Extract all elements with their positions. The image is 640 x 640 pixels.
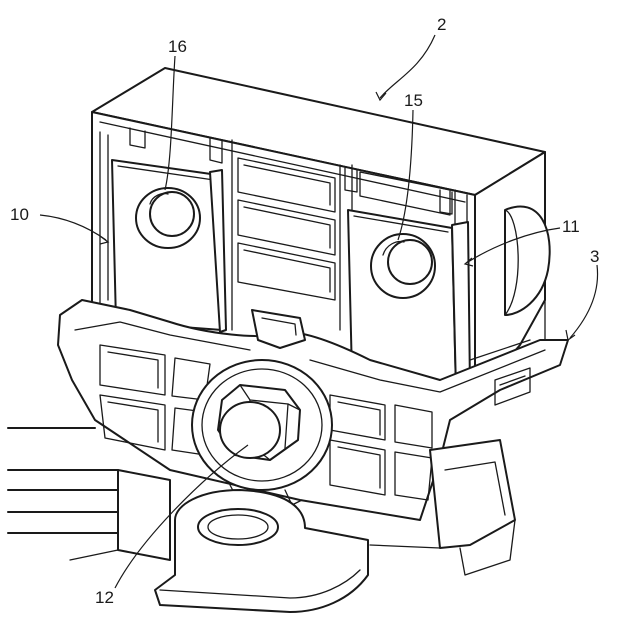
label-10: 10 [10, 205, 29, 224]
label-12: 12 [95, 588, 114, 607]
label-2: 2 [437, 15, 446, 34]
wires [8, 428, 118, 533]
label-16: 16 [168, 37, 187, 56]
label-15: 15 [404, 91, 423, 110]
left-plate [112, 160, 226, 332]
label-11: 11 [562, 217, 580, 236]
label-3: 3 [590, 247, 599, 266]
